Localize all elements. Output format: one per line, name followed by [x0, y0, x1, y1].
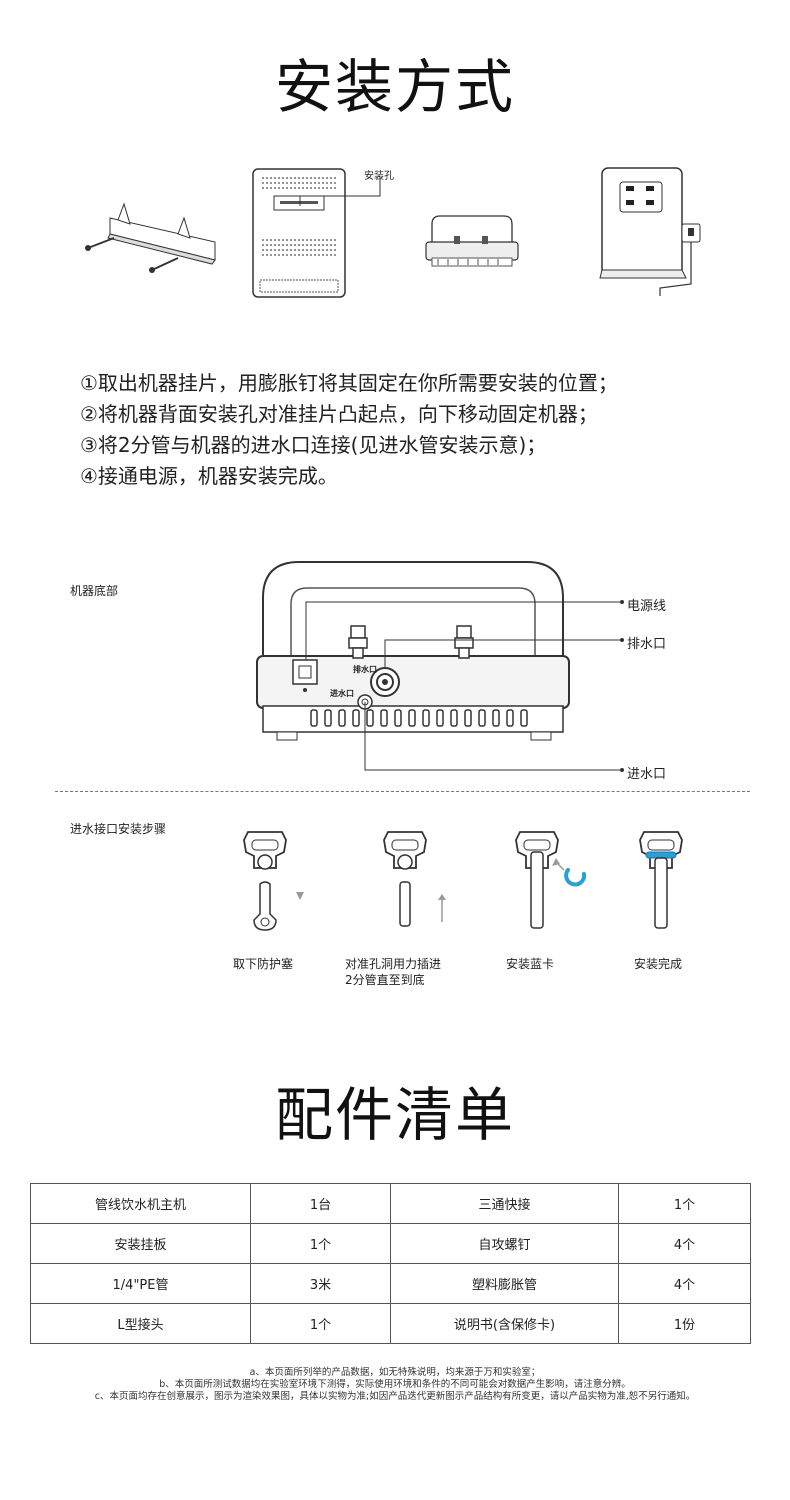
parts-title: 配件清单 [274, 1081, 515, 1149]
parts-cell: 管线饮水机主机 [30, 1183, 251, 1224]
inlet-step-4-caption: 安装完成 [633, 957, 682, 971]
inlet-step-1-illustration [243, 831, 304, 931]
parts-cell: 4个 [618, 1223, 751, 1264]
install-step-2: ②将机器背面安装孔对准挂片凸起点，向下移动固定机器； [80, 402, 598, 426]
callout-inlet: 进水口 [627, 767, 667, 782]
install-step-3: ③将2分管与机器的进水口连接(见进水管安装示意)； [80, 433, 547, 457]
inlet-step-3-illustration [515, 831, 587, 929]
install-steps: ①取出机器挂片，用膨胀钉将其固定在你所需要安装的位置； ②将机器背面安装孔对准挂… [80, 368, 618, 492]
parts-cell: 1个 [250, 1223, 391, 1264]
device-drain-text: 排水口 [353, 665, 377, 674]
inlet-step-2-illustration [383, 831, 446, 927]
parts-cell: L型接头 [30, 1303, 251, 1344]
install-step-1: ①取出机器挂片，用膨胀钉将其固定在你所需要安装的位置； [80, 371, 618, 395]
callout-power: 电源线 [627, 599, 667, 614]
parts-table: 管线饮水机主机 1台 三通快接 1个 安装挂板 1个 自攻螺钉 4个 1/4"P… [30, 1183, 751, 1344]
parts-cell: 1台 [250, 1183, 391, 1224]
parts-cell: 安装挂板 [30, 1223, 251, 1264]
machine-bottom-small-illustration [425, 215, 519, 267]
table-row: L型接头 1个 说明书(含保修卡) 1份 [30, 1303, 751, 1344]
section-divider [55, 791, 750, 792]
machine-back-illustration [252, 168, 346, 298]
mounting-hole-leader [299, 178, 381, 206]
device-inlet-text: 进水口 [330, 689, 354, 698]
parts-cell: 塑料膨胀管 [390, 1263, 619, 1304]
parts-cell: 1个 [618, 1183, 751, 1224]
inlet-step-1-caption: 取下防护塞 [232, 957, 293, 971]
note-c: c、本页面均存在创意展示，图示为渲染效果图，具体以实物为准;如因产品迭代更新图示… [94, 1391, 696, 1402]
parts-cell: 1/4"PE管 [30, 1263, 251, 1304]
bottom-leader-lines [305, 600, 624, 772]
inlet-step-3-caption: 安装蓝卡 [505, 957, 554, 971]
callout-drain: 排水口 [627, 637, 667, 652]
parts-cell: 说明书(含保修卡) [390, 1303, 619, 1344]
machine-bottom-diagram [256, 561, 570, 741]
parts-cell: 4个 [618, 1263, 751, 1304]
inlet-steps-label: 进水接口安装步骤 [70, 822, 167, 836]
table-row: 1/4"PE管 3米 塑料膨胀管 4个 [30, 1263, 751, 1304]
install-title: 安装方式 [274, 53, 515, 121]
note-b: b、本页面所测试数据均在实验室环境下测得，实际使用环境和条件的不同可能会对数据产… [159, 1379, 631, 1390]
install-step-4: ④接通电源，机器安装完成。 [80, 464, 338, 488]
inlet-step-4-illustration [639, 831, 683, 929]
parts-cell: 1个 [250, 1303, 391, 1344]
inlet-step-2-caption: 对准孔洞用力插进 2分管直至到底 [345, 957, 442, 987]
bottom-section-label: 机器底部 [70, 584, 119, 598]
mounting-hole-label: 安装孔 [364, 171, 394, 182]
mounting-bracket-illustration [85, 202, 216, 273]
disclaimer-notes: a、本页面所列举的产品数据，如无特殊说明，均来源于万和实验室； b、本页面所测试… [0, 1367, 790, 1403]
parts-cell: 1份 [618, 1303, 751, 1344]
parts-cell: 自攻螺钉 [390, 1223, 619, 1264]
installed-machine-illustration [599, 167, 701, 296]
table-row: 安装挂板 1个 自攻螺钉 4个 [30, 1223, 751, 1264]
parts-cell: 三通快接 [390, 1183, 619, 1224]
parts-cell: 3米 [250, 1263, 391, 1304]
note-a: a、本页面所列举的产品数据，如无特殊说明，均来源于万和实验室； [249, 1367, 541, 1378]
table-row: 管线饮水机主机 1台 三通快接 1个 [30, 1183, 751, 1224]
